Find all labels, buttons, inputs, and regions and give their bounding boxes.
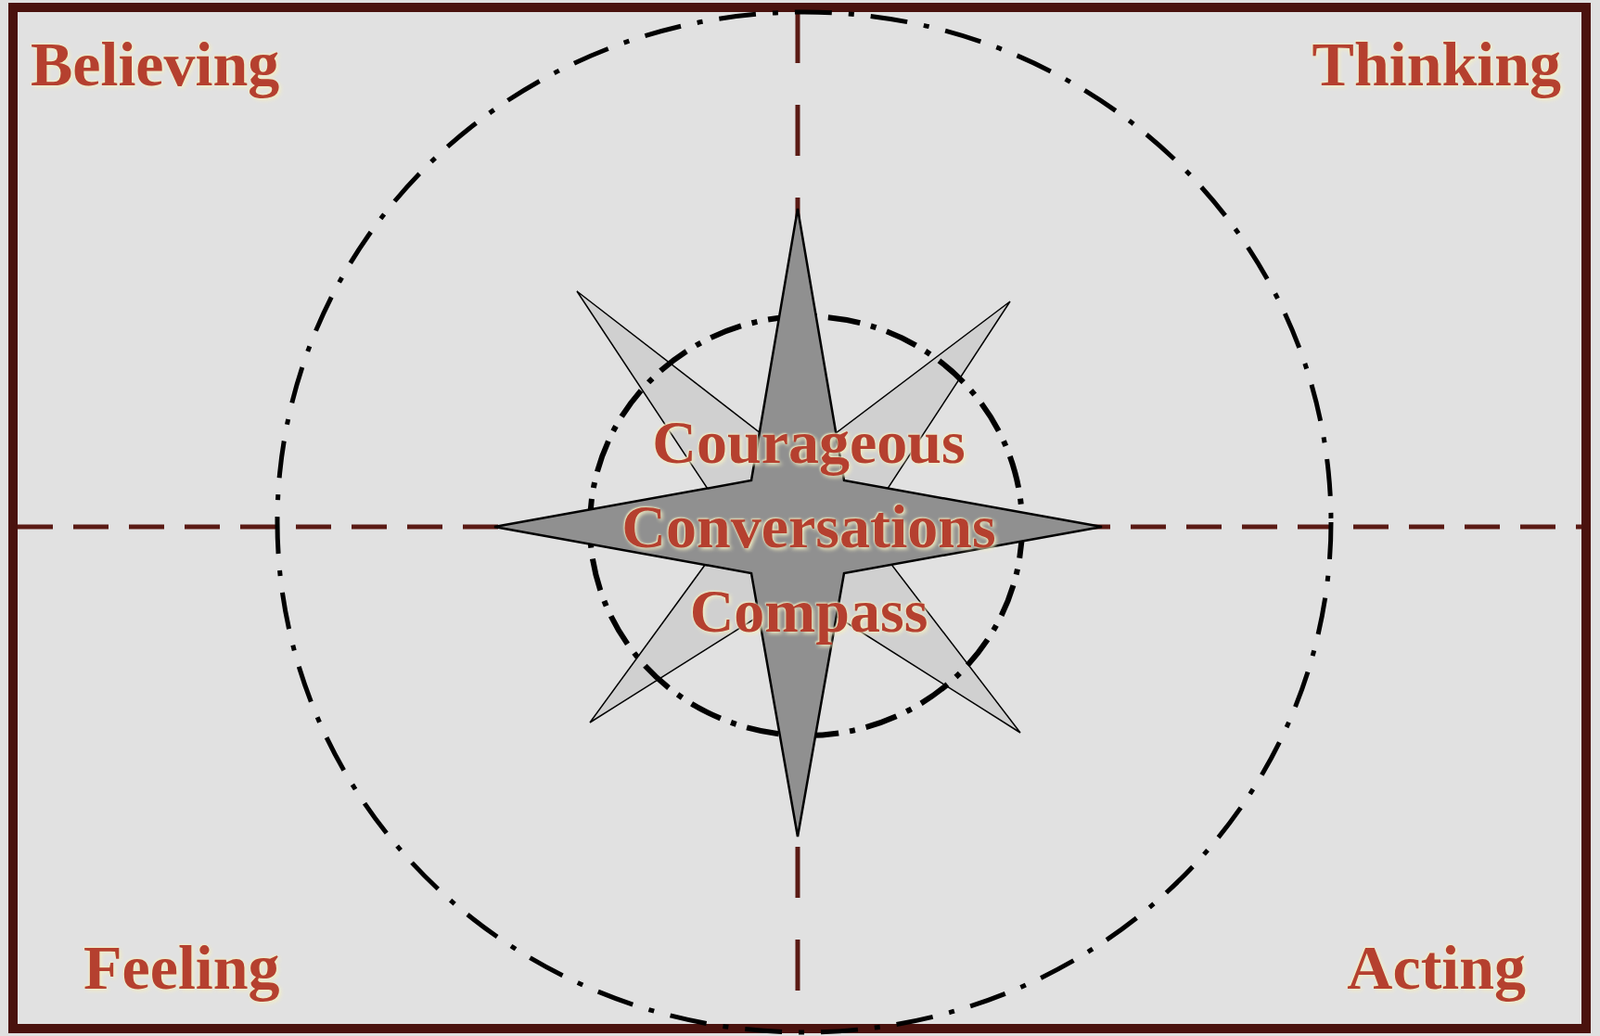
quadrant-label: Believing <box>30 31 280 98</box>
compass-center: Courageous Conversations Compass <box>586 399 1032 653</box>
compass-star <box>494 208 1102 837</box>
quadrant-label: Thinking <box>1312 31 1562 98</box>
outer-circle <box>277 12 1332 1033</box>
frame-border <box>12 7 1587 1029</box>
quadrant-label: Feeling <box>83 934 281 1001</box>
center-title: Courageous Conversations Compass <box>586 399 1032 653</box>
quadrant-label: Acting <box>1346 934 1526 1001</box>
